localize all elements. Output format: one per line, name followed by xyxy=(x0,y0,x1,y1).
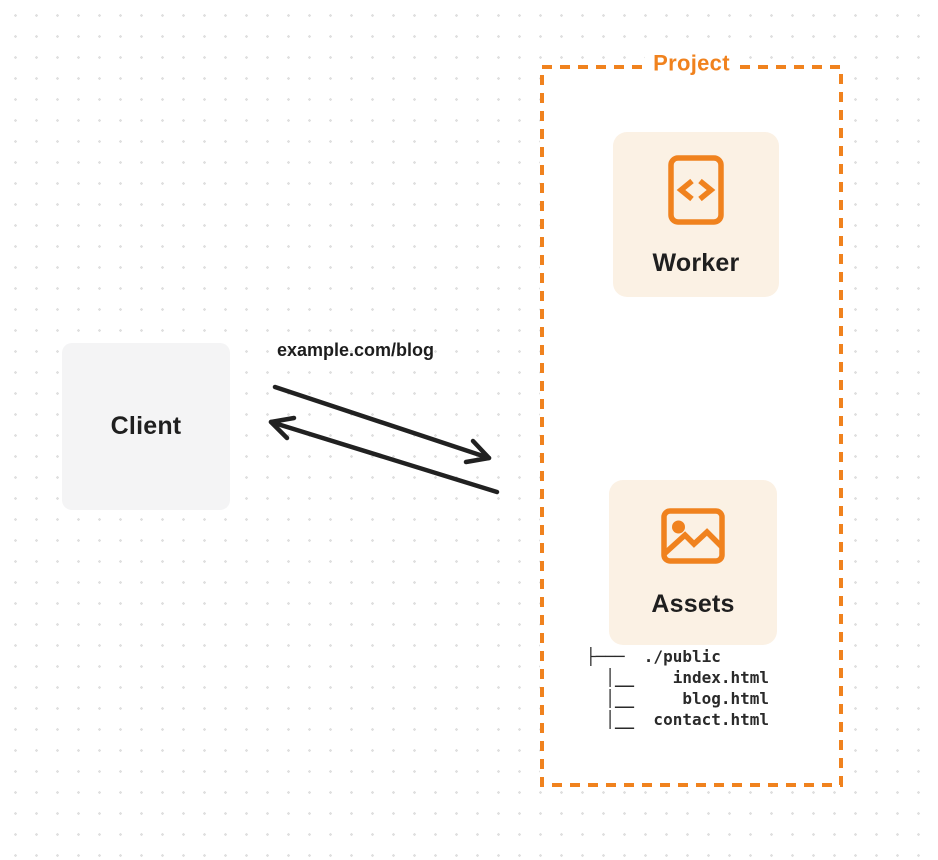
assets-label: Assets xyxy=(651,590,735,618)
client-label: Client xyxy=(110,412,182,440)
response-arrow xyxy=(268,415,500,495)
worker-card: Worker xyxy=(613,132,779,297)
image-icon xyxy=(661,508,725,564)
code-file-icon xyxy=(668,155,724,225)
assets-file-tree: ├─── ./public │__ index.html │__ blog.ht… xyxy=(586,647,770,729)
project-label: Project xyxy=(644,50,739,77)
client-box: Client xyxy=(62,343,230,510)
request-arrow xyxy=(272,384,492,465)
request-url-label: example.com/blog xyxy=(277,340,435,360)
assets-card: Assets xyxy=(609,480,777,645)
worker-label: Worker xyxy=(652,249,740,277)
